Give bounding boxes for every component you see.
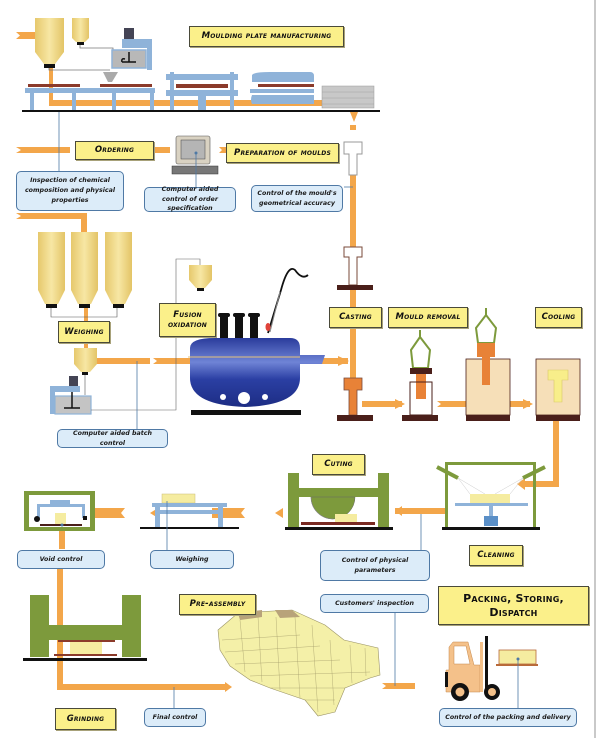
- stage-label-ordering: Ordering: [75, 141, 154, 160]
- mould-empty-icon: [343, 141, 363, 188]
- plate-stack-icon: [321, 85, 375, 109]
- oven-machine-icon: [250, 72, 314, 104]
- cooling-box-icon: [535, 358, 581, 421]
- fusion-hopper-icon: [189, 265, 212, 291]
- control-note-packing-delivery: Control of the packing and delivery: [439, 708, 577, 727]
- control-note-inspection: Inspection of chemical composition and p…: [16, 171, 124, 211]
- stage-label-fusion-oxidation: Fusion oxidation: [159, 303, 216, 337]
- pre-assembly-model-icon: [217, 609, 381, 717]
- stage-label-weighing: Weighing: [58, 321, 110, 343]
- control-note-void-control: Void control: [17, 550, 105, 569]
- stage-label-pre-assembly: Pre-assembly: [179, 594, 256, 615]
- weighing-conveyor-icon: [140, 493, 239, 550]
- press-machine-icon: [166, 72, 238, 110]
- void-control-machine-icon: [24, 491, 95, 531]
- control-note-batch-control: Computer aided batch control: [57, 429, 168, 448]
- cutting-machine-icon: [285, 473, 393, 530]
- forklift-icon: [445, 636, 538, 708]
- stage-label-cuting: Cuting: [312, 454, 365, 475]
- stage-label-preparation-of-moulds: Preparation of moulds: [226, 143, 339, 163]
- mould-casting-icon: [337, 246, 373, 421]
- mixer-machine-icon: [103, 28, 152, 82]
- stage-label-moulding-plate: Moulding plate manufacturing: [189, 26, 344, 47]
- silo-small-icon: [48, 18, 114, 71]
- control-note-weighing: Weighing: [150, 550, 234, 569]
- conveyor-icon: [25, 84, 155, 110]
- control-note-customers-inspection: Customers' inspection: [320, 594, 429, 613]
- stage-label-cleaning: Cleaning: [469, 545, 523, 566]
- grinding-machine-icon: [23, 595, 147, 661]
- stage-label-mould-removal: Mould removal: [388, 307, 468, 328]
- cleaning-machine-icon: [436, 462, 546, 530]
- control-note-final-control: Final control: [144, 708, 206, 727]
- stage-label-grinding: Grinding: [55, 708, 116, 730]
- control-note-computer-order: Computer aided control of order specific…: [144, 186, 236, 212]
- control-note-mould-accuracy: Control of the mould's geometrical accur…: [251, 185, 343, 212]
- batch-mixer-icon: [50, 258, 201, 415]
- control-note-physical-parameters: Control of physical parameters: [320, 550, 430, 581]
- floor-line: [22, 110, 380, 112]
- stage-label-cooling: Cooling: [535, 307, 582, 328]
- mould-removal-icon: [402, 308, 511, 421]
- computer-icon: [171, 135, 219, 188]
- silo-large-icon: [35, 18, 64, 68]
- silo-row-icon: [38, 232, 132, 318]
- furnace-icon: [188, 268, 325, 415]
- stage-label-casting: Casting: [329, 307, 382, 328]
- weigh-hopper-icon: [74, 348, 97, 395]
- stage-label-packing-storing-dispatch: Packing, Storing, Dispatch: [438, 586, 589, 625]
